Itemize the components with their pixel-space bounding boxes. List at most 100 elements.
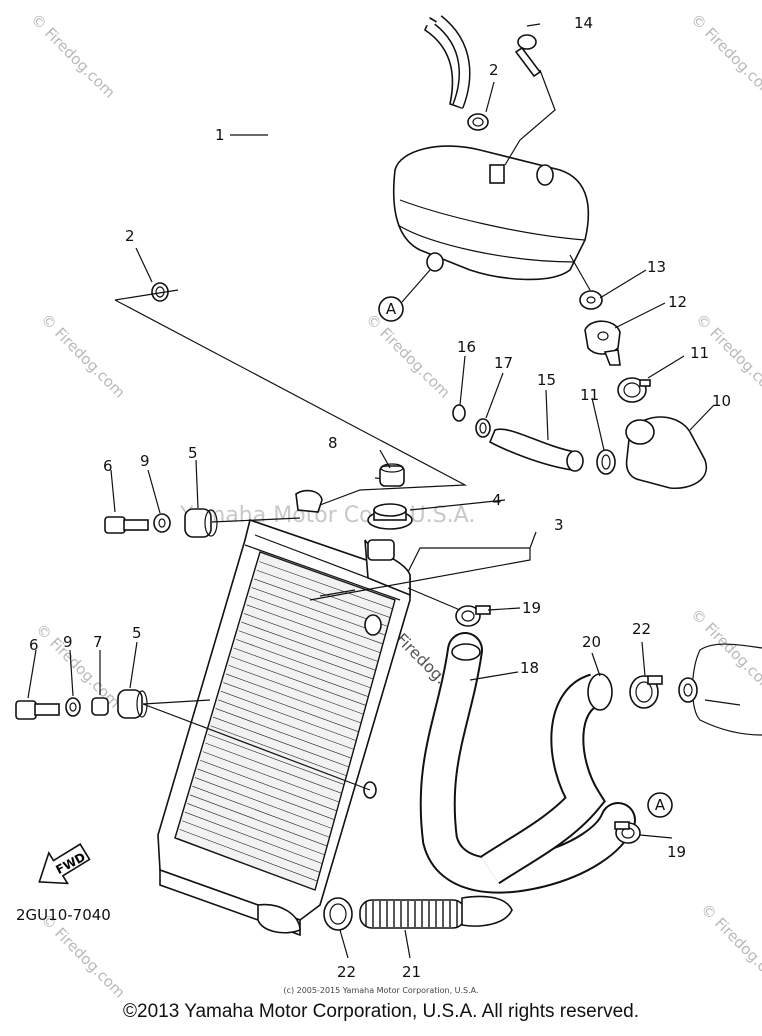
part-22-clamp-lower bbox=[323, 897, 353, 931]
callout-19: 19 bbox=[667, 843, 686, 861]
ref-marker-a-lower-label: A bbox=[655, 796, 666, 814]
ref-marker-a-upper bbox=[378, 296, 404, 322]
callout-19: 19 bbox=[522, 599, 541, 617]
radiator-fin bbox=[256, 569, 391, 618]
callout-9: 9 bbox=[63, 633, 73, 651]
copyright-footer: ©2013 Yamaha Motor Corporation, U.S.A. A… bbox=[123, 1001, 639, 1022]
ref-marker-a-lower bbox=[647, 792, 673, 818]
reservoir-tank bbox=[392, 145, 590, 281]
part-19-clamp-upper bbox=[455, 605, 491, 627]
part-16-o-ring bbox=[452, 404, 466, 422]
radiator-fin bbox=[189, 794, 328, 847]
small-copyright: (c) 2005-2015 Yamaha Motor Corporation, … bbox=[283, 986, 479, 995]
callout-2: 2 bbox=[489, 61, 499, 79]
radiator-fin bbox=[218, 699, 354, 750]
radiator-fin bbox=[246, 604, 381, 654]
radiator-fin bbox=[194, 777, 333, 829]
callout-20: 20 bbox=[582, 633, 601, 651]
radiator-fin bbox=[176, 837, 316, 891]
part-5-damper-lower bbox=[117, 689, 148, 719]
part-9-washer-upper bbox=[153, 513, 171, 533]
part-15-hose bbox=[488, 428, 584, 472]
radiator-fin bbox=[184, 811, 323, 864]
engine-outlet bbox=[678, 643, 762, 736]
callout-6: 6 bbox=[103, 457, 113, 475]
callout-15: 15 bbox=[537, 371, 556, 389]
callout-3: 3 bbox=[554, 516, 564, 534]
part-7-collar bbox=[91, 697, 109, 716]
part-14-bolt bbox=[504, 34, 556, 166]
radiator-fin bbox=[251, 587, 386, 636]
fwd-arrow-icon: FWD bbox=[38, 843, 91, 885]
part-6-bolt-upper bbox=[104, 516, 149, 534]
radiator-fin bbox=[202, 751, 340, 803]
part-18-hose bbox=[419, 632, 636, 894]
radiator-fin bbox=[205, 742, 342, 794]
callout-6: 6 bbox=[29, 636, 39, 654]
callout-18: 18 bbox=[520, 659, 539, 677]
radiator-fin bbox=[243, 613, 379, 662]
watermark-firedog: © Firedog.com bbox=[687, 10, 762, 102]
radiator-fin bbox=[238, 630, 374, 680]
callout-7: 7 bbox=[93, 633, 103, 651]
ref-marker-a-upper-label: A bbox=[386, 300, 397, 318]
diagram-code: 2GU10-7040 bbox=[16, 906, 111, 924]
watermark-yamaha: Yamaha Motor Corp, U.S.A. bbox=[179, 503, 475, 528]
part-20-hose bbox=[480, 673, 613, 885]
part-21-corrugated-hose bbox=[257, 895, 513, 934]
callout-4: 4 bbox=[492, 491, 502, 509]
radiator-fin bbox=[254, 578, 388, 627]
part-11-clamp-upper bbox=[617, 377, 651, 403]
radiator-fin bbox=[259, 561, 393, 610]
callout-11: 11 bbox=[690, 344, 709, 362]
radiator-fin bbox=[225, 673, 362, 724]
callout-labels: 1 2 2 3 4 5 5 6 6 7 8 9 9 10 11 11 12 13… bbox=[29, 14, 731, 981]
part-5-damper-upper bbox=[184, 508, 218, 538]
watermark-firedog: © Firedog.com bbox=[697, 900, 762, 992]
leader-lines bbox=[114, 289, 468, 506]
part-17-o-ring bbox=[475, 418, 491, 438]
radiator-fin bbox=[241, 621, 376, 671]
hose-corrugations bbox=[365, 901, 458, 927]
part-6-bolt-lower bbox=[15, 700, 60, 720]
callout-5: 5 bbox=[188, 444, 198, 462]
part-11-clamp-lower bbox=[596, 449, 616, 475]
part-2-clamp-upper bbox=[467, 113, 489, 131]
callout-12: 12 bbox=[668, 293, 687, 311]
radiator-fin bbox=[192, 785, 330, 838]
callout-13: 13 bbox=[647, 258, 666, 276]
radiator-fin bbox=[228, 664, 364, 715]
watermark-firedog: © Firedog.com bbox=[687, 605, 762, 697]
radiator-fin bbox=[212, 716, 350, 768]
callout-21: 21 bbox=[402, 963, 421, 981]
watermark-firedog: © Firedog.com bbox=[37, 310, 129, 402]
radiator-fin bbox=[182, 820, 320, 873]
watermark-firedog: © Firedog.com bbox=[32, 620, 124, 712]
part-19-clamp-lower bbox=[614, 821, 641, 844]
callout-8: 8 bbox=[328, 434, 338, 452]
callout-5: 5 bbox=[132, 624, 142, 642]
part-22-clamp-right bbox=[629, 675, 663, 709]
radiator-fin bbox=[187, 803, 325, 856]
radiator-fin bbox=[210, 725, 347, 777]
part-3-radiator bbox=[157, 489, 411, 937]
callout-11: 11 bbox=[580, 386, 599, 404]
callout-17: 17 bbox=[494, 354, 513, 372]
part-12-joint bbox=[584, 320, 621, 366]
radiator-fin bbox=[200, 759, 337, 812]
radiator-fins bbox=[176, 552, 396, 891]
radiator-fin bbox=[179, 829, 318, 882]
part-4-radiator-cap bbox=[367, 503, 413, 530]
callout-22: 22 bbox=[632, 620, 651, 638]
callout-10: 10 bbox=[712, 392, 731, 410]
callout-leaders bbox=[27, 23, 715, 959]
part-10-hose bbox=[625, 416, 708, 490]
radiator-fin bbox=[249, 595, 383, 645]
radiator-fin bbox=[233, 647, 369, 697]
part-9-washer-lower bbox=[65, 697, 81, 717]
watermark-firedog: © Firedog.com bbox=[362, 310, 454, 402]
callout-2: 2 bbox=[125, 227, 135, 245]
radiator-fin bbox=[236, 639, 371, 689]
radiator-fin bbox=[215, 708, 352, 759]
